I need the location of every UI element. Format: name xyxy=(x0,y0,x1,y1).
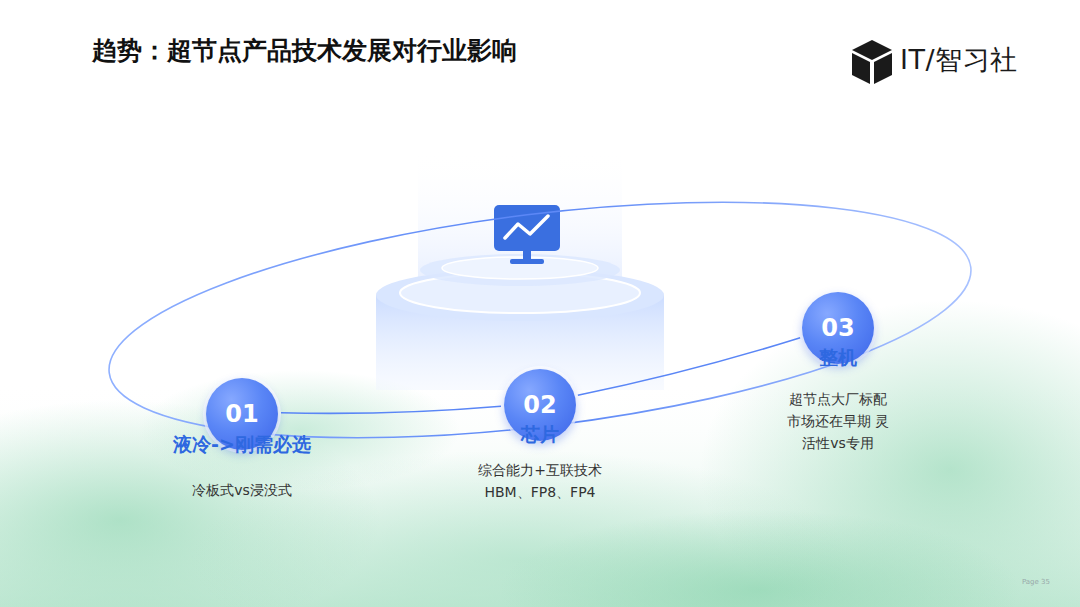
number-circle: 01液冷->刚需必选冷板式vs浸没式 xyxy=(206,378,278,450)
number-circle: 02芯片综合能力+互联技术 HBM、FP8、FP4 xyxy=(504,369,576,441)
orbit-connector xyxy=(281,406,501,413)
item-body: 综合能力+互联技术 HBM、FP8、FP4 xyxy=(460,459,620,503)
item-heading: 整机 xyxy=(819,345,857,371)
item-body: 冷板式vs浸没式 xyxy=(172,479,312,501)
slide-title: 趋势：超节点产品技术发展对行业影响 xyxy=(92,34,517,67)
page-number: Page 35 xyxy=(1022,578,1050,586)
item-heading: 芯片 xyxy=(521,422,559,448)
item-heading: 液冷->刚需必选 xyxy=(173,432,311,458)
brand-logo: IT/智习社 xyxy=(900,42,1018,78)
number-circle: 03整机超节点大厂标配 市场还在早期 灵活性vs专用 xyxy=(802,292,874,364)
orbit-connector xyxy=(578,338,800,395)
item-body: 超节点大厂标配 市场还在早期 灵活性vs专用 xyxy=(782,388,894,454)
